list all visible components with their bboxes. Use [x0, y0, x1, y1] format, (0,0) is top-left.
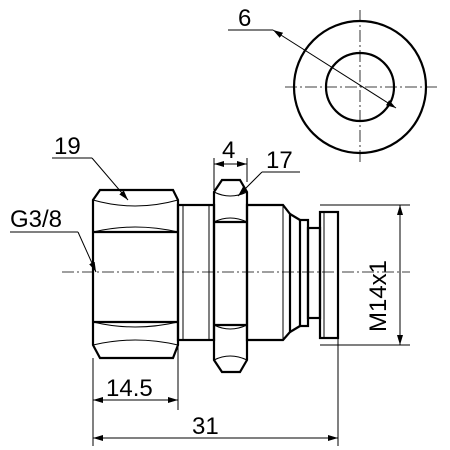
hex-length-label: 14.5 — [106, 375, 153, 402]
overall-length-dimension: 31 — [92, 338, 339, 446]
hex-nut-body — [91, 188, 180, 360]
lock-nut-size-label: 17 — [266, 147, 293, 174]
end-view: 6 — [228, 5, 440, 165]
hex-length-dimension: 14.5 — [92, 345, 179, 410]
lock-nut — [212, 178, 249, 374]
pipe-thread-label: G3/8 — [10, 206, 62, 233]
overall-length-label: 31 — [192, 413, 219, 440]
threaded-body — [245, 203, 340, 342]
lock-nut-thickness-label: 4 — [222, 137, 235, 164]
hex-nut-dimension: 19 — [52, 133, 129, 201]
hex-nut-size-label: 19 — [54, 133, 81, 160]
thread-m-dimension: M14x1 — [320, 204, 410, 346]
thread-g-dimension: G3/8 — [10, 206, 97, 273]
hole-diameter-label: 6 — [238, 5, 251, 32]
hole-diameter-arrow-line — [272, 29, 397, 109]
lock-nut-size-dimension: 17 — [237, 147, 300, 197]
thread-spec-label: M14x1 — [365, 260, 392, 332]
neck — [176, 203, 216, 342]
lock-nut-thickness-dimension: 4 — [213, 137, 248, 190]
